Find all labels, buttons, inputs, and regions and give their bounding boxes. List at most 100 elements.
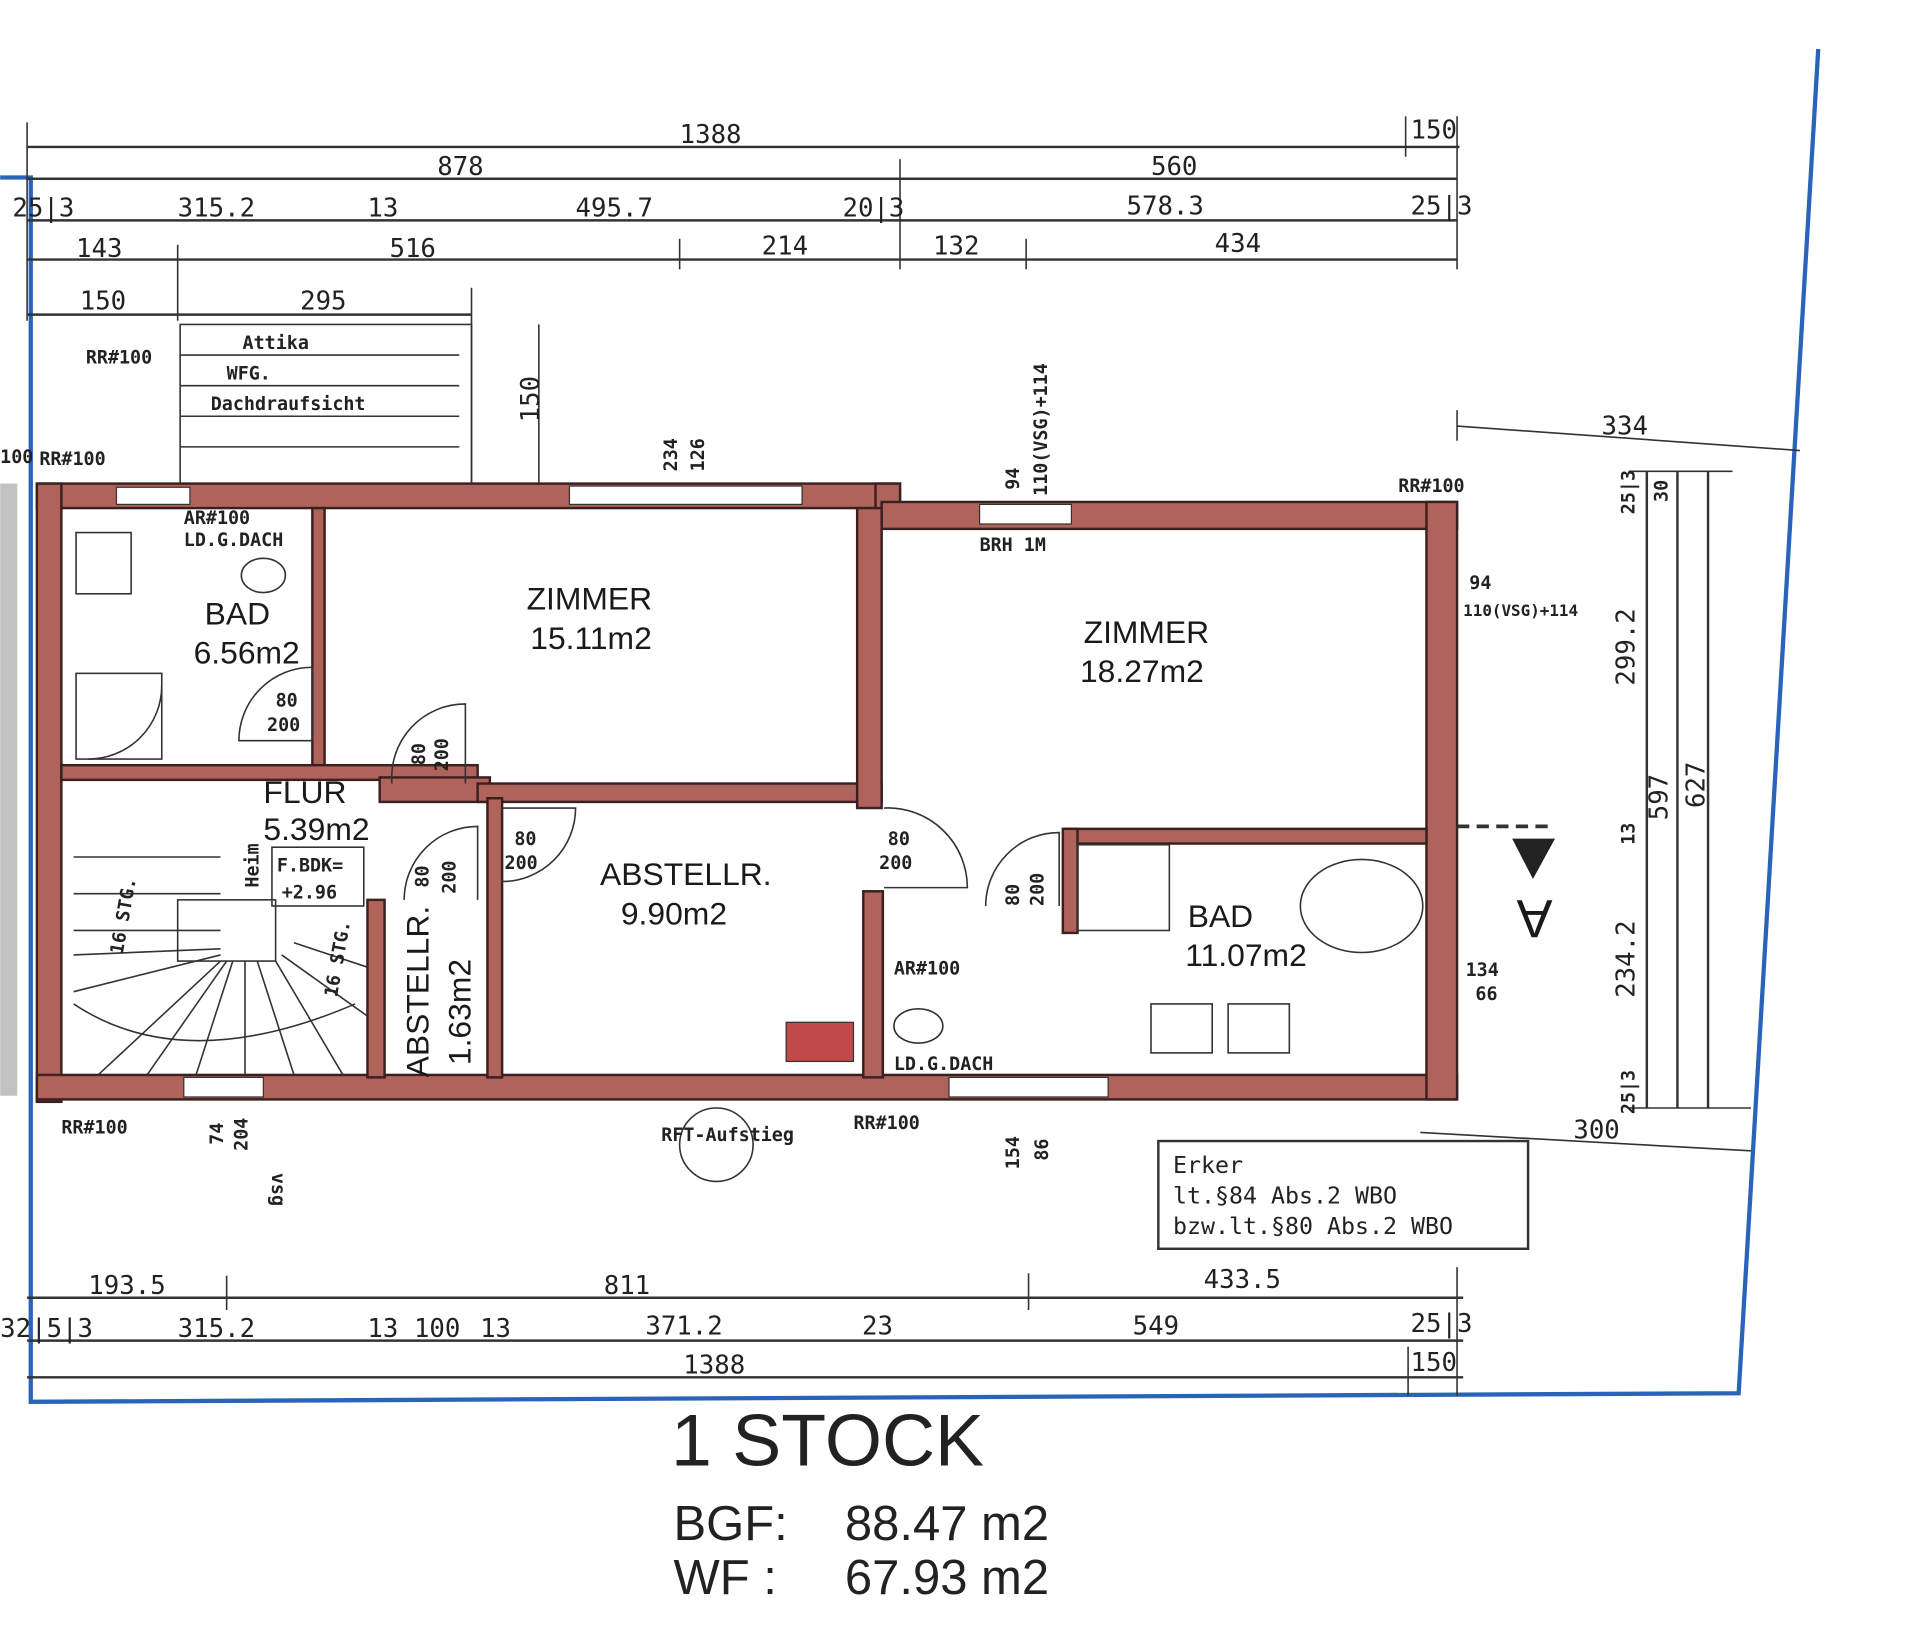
- room-name: ABSTELLR.: [600, 856, 772, 892]
- rr-label: RR#100: [61, 1118, 127, 1139]
- door-width: 80: [413, 866, 434, 888]
- door-labels: 80 200 80 200 80 200 80 200 80 200 80 20…: [267, 690, 1048, 906]
- dim-label: 154: [1003, 1136, 1024, 1169]
- ar-label: AR#100: [184, 508, 250, 529]
- rr-label: RR#100: [86, 348, 152, 369]
- ld-label: LD.G.DACH: [894, 1054, 993, 1075]
- dim-label: 150: [80, 287, 126, 317]
- dim-label: 597: [1645, 774, 1675, 820]
- floor-title: 1 STOCK: [671, 1399, 984, 1481]
- flur-note: F.BDK=: [277, 856, 343, 877]
- wfg-label: WFG.: [227, 364, 271, 385]
- door-width: 80: [409, 743, 430, 765]
- door-height: 200: [505, 853, 538, 874]
- door-height: 200: [879, 853, 912, 874]
- attika-label: Attika: [243, 333, 309, 354]
- dim-label: 878: [437, 152, 483, 182]
- door-height: 200: [440, 861, 461, 894]
- dim-label: 100: [0, 447, 33, 468]
- wf-value: 67.93 m2: [845, 1551, 1049, 1605]
- dim-label: 74: [207, 1123, 228, 1145]
- dim-label: 25|3: [1411, 1309, 1473, 1339]
- walls: [35, 482, 1459, 1104]
- room-area: 15.11m2: [530, 620, 652, 656]
- bottom-dimension-lines: 193.5 811 433.5 32|5|3 315.2 13 100 13 3…: [0, 1265, 1472, 1396]
- dim-label: 204: [231, 1118, 252, 1151]
- flur-note: +2.96: [282, 883, 337, 904]
- roof-hatch-icon: [678, 1107, 754, 1183]
- dim-label: 193.5: [88, 1271, 165, 1301]
- stair-label: 16 STG.: [321, 919, 355, 999]
- dim-label: 334: [1602, 412, 1648, 442]
- rr-label: RR#100: [39, 449, 105, 470]
- dim-label: 150: [516, 376, 546, 422]
- dim-label: 315.2: [178, 194, 255, 224]
- dim-label: 25|3: [1619, 1070, 1640, 1114]
- dim-label: 315.2: [178, 1314, 255, 1344]
- staircase: 16 STG. 16 STG. Heim: [73, 843, 368, 1076]
- bgf-label: BGF:: [674, 1497, 788, 1551]
- dim-label: 13: [367, 1314, 398, 1344]
- dim-label: 100: [414, 1314, 460, 1344]
- brh-label: BRH 1M: [980, 535, 1046, 556]
- dim-label: 134: [1466, 960, 1499, 981]
- dim-label: 13: [480, 1314, 511, 1344]
- dim-label: 20|3: [842, 194, 904, 224]
- dim-label: 13: [367, 194, 398, 224]
- dim-label: 94: [1469, 573, 1491, 594]
- dim-label: 295: [300, 287, 346, 317]
- room-name: ABSTELLR.: [400, 906, 436, 1078]
- dim-label: 560: [1151, 152, 1197, 182]
- shower-icon: [75, 672, 163, 760]
- door-height: 200: [267, 715, 300, 736]
- door-width: 80: [1003, 884, 1024, 906]
- dim-label: 234: [661, 438, 682, 471]
- section-marker: A: [1517, 888, 1553, 948]
- room-area: 18.27m2: [1080, 653, 1204, 689]
- rr-label: RR#100: [853, 1113, 919, 1134]
- ld-label: LD.G.DACH: [184, 530, 283, 551]
- property-boundary: [0, 48, 1821, 1404]
- door-width: 80: [888, 829, 910, 850]
- dim-label: 86: [1032, 1139, 1053, 1161]
- dim-label: 25|3: [1411, 191, 1473, 221]
- dim-label: 299.2: [1612, 608, 1642, 685]
- erker-title: Erker: [1173, 1152, 1243, 1179]
- section-arrow-icon: [1512, 838, 1556, 880]
- dim-label: 23: [862, 1311, 893, 1341]
- room-area: 5.39m2: [263, 811, 369, 847]
- dachdraufsicht-label: Dachdraufsicht: [211, 394, 366, 415]
- erker-note: Erker lt.§84 Abs.2 WBO bzw.lt.§80 Abs.2 …: [1157, 1139, 1530, 1251]
- dim-label: 214: [762, 232, 808, 262]
- room-name: FLUR: [263, 774, 346, 810]
- dim-label: 32|5|3: [0, 1314, 93, 1344]
- dim-label: 578.3: [1127, 191, 1204, 221]
- dim-label: 433.5: [1204, 1265, 1281, 1295]
- bathtub-icon: [1299, 858, 1424, 954]
- stove-icon: [785, 1021, 855, 1063]
- sink-icon: [1150, 1003, 1213, 1054]
- annotations: AR#100 LD.G.DACH BRH 1M RR#100 94 110(VS…: [61, 476, 1751, 1206]
- dim-label: 25|3: [1619, 470, 1640, 514]
- dim-label: 495.7: [576, 194, 653, 224]
- vsg-label: vsg: [267, 1173, 288, 1206]
- room-labels: BAD 6.56m2 ZIMMER 15.11m2 ZIMMER 18.27m2…: [194, 581, 1307, 1078]
- dim-label: 371.2: [645, 1311, 722, 1341]
- dim-label: 516: [389, 234, 435, 264]
- dim-label: 811: [604, 1271, 650, 1301]
- right-dimension-lines: 25|3 30 299.2 13 234.2 25|3 597 627: [1612, 470, 1751, 1114]
- dim-label: 30: [1652, 480, 1673, 502]
- door-height: 200: [1027, 873, 1048, 906]
- dim-label: 1388: [680, 120, 742, 150]
- dim-label: 549: [1133, 1311, 1179, 1341]
- sink-icon: [75, 531, 132, 595]
- room-area: 9.90m2: [621, 895, 727, 931]
- door-width: 80: [514, 829, 536, 850]
- ar-label: AR#100: [894, 959, 960, 980]
- dim-label: 234.2: [1612, 920, 1642, 997]
- dim-label: 434: [1215, 229, 1261, 259]
- top-dimension-lines: [26, 116, 1800, 484]
- toilet-icon: [893, 1008, 944, 1044]
- door-width: 80: [276, 690, 298, 711]
